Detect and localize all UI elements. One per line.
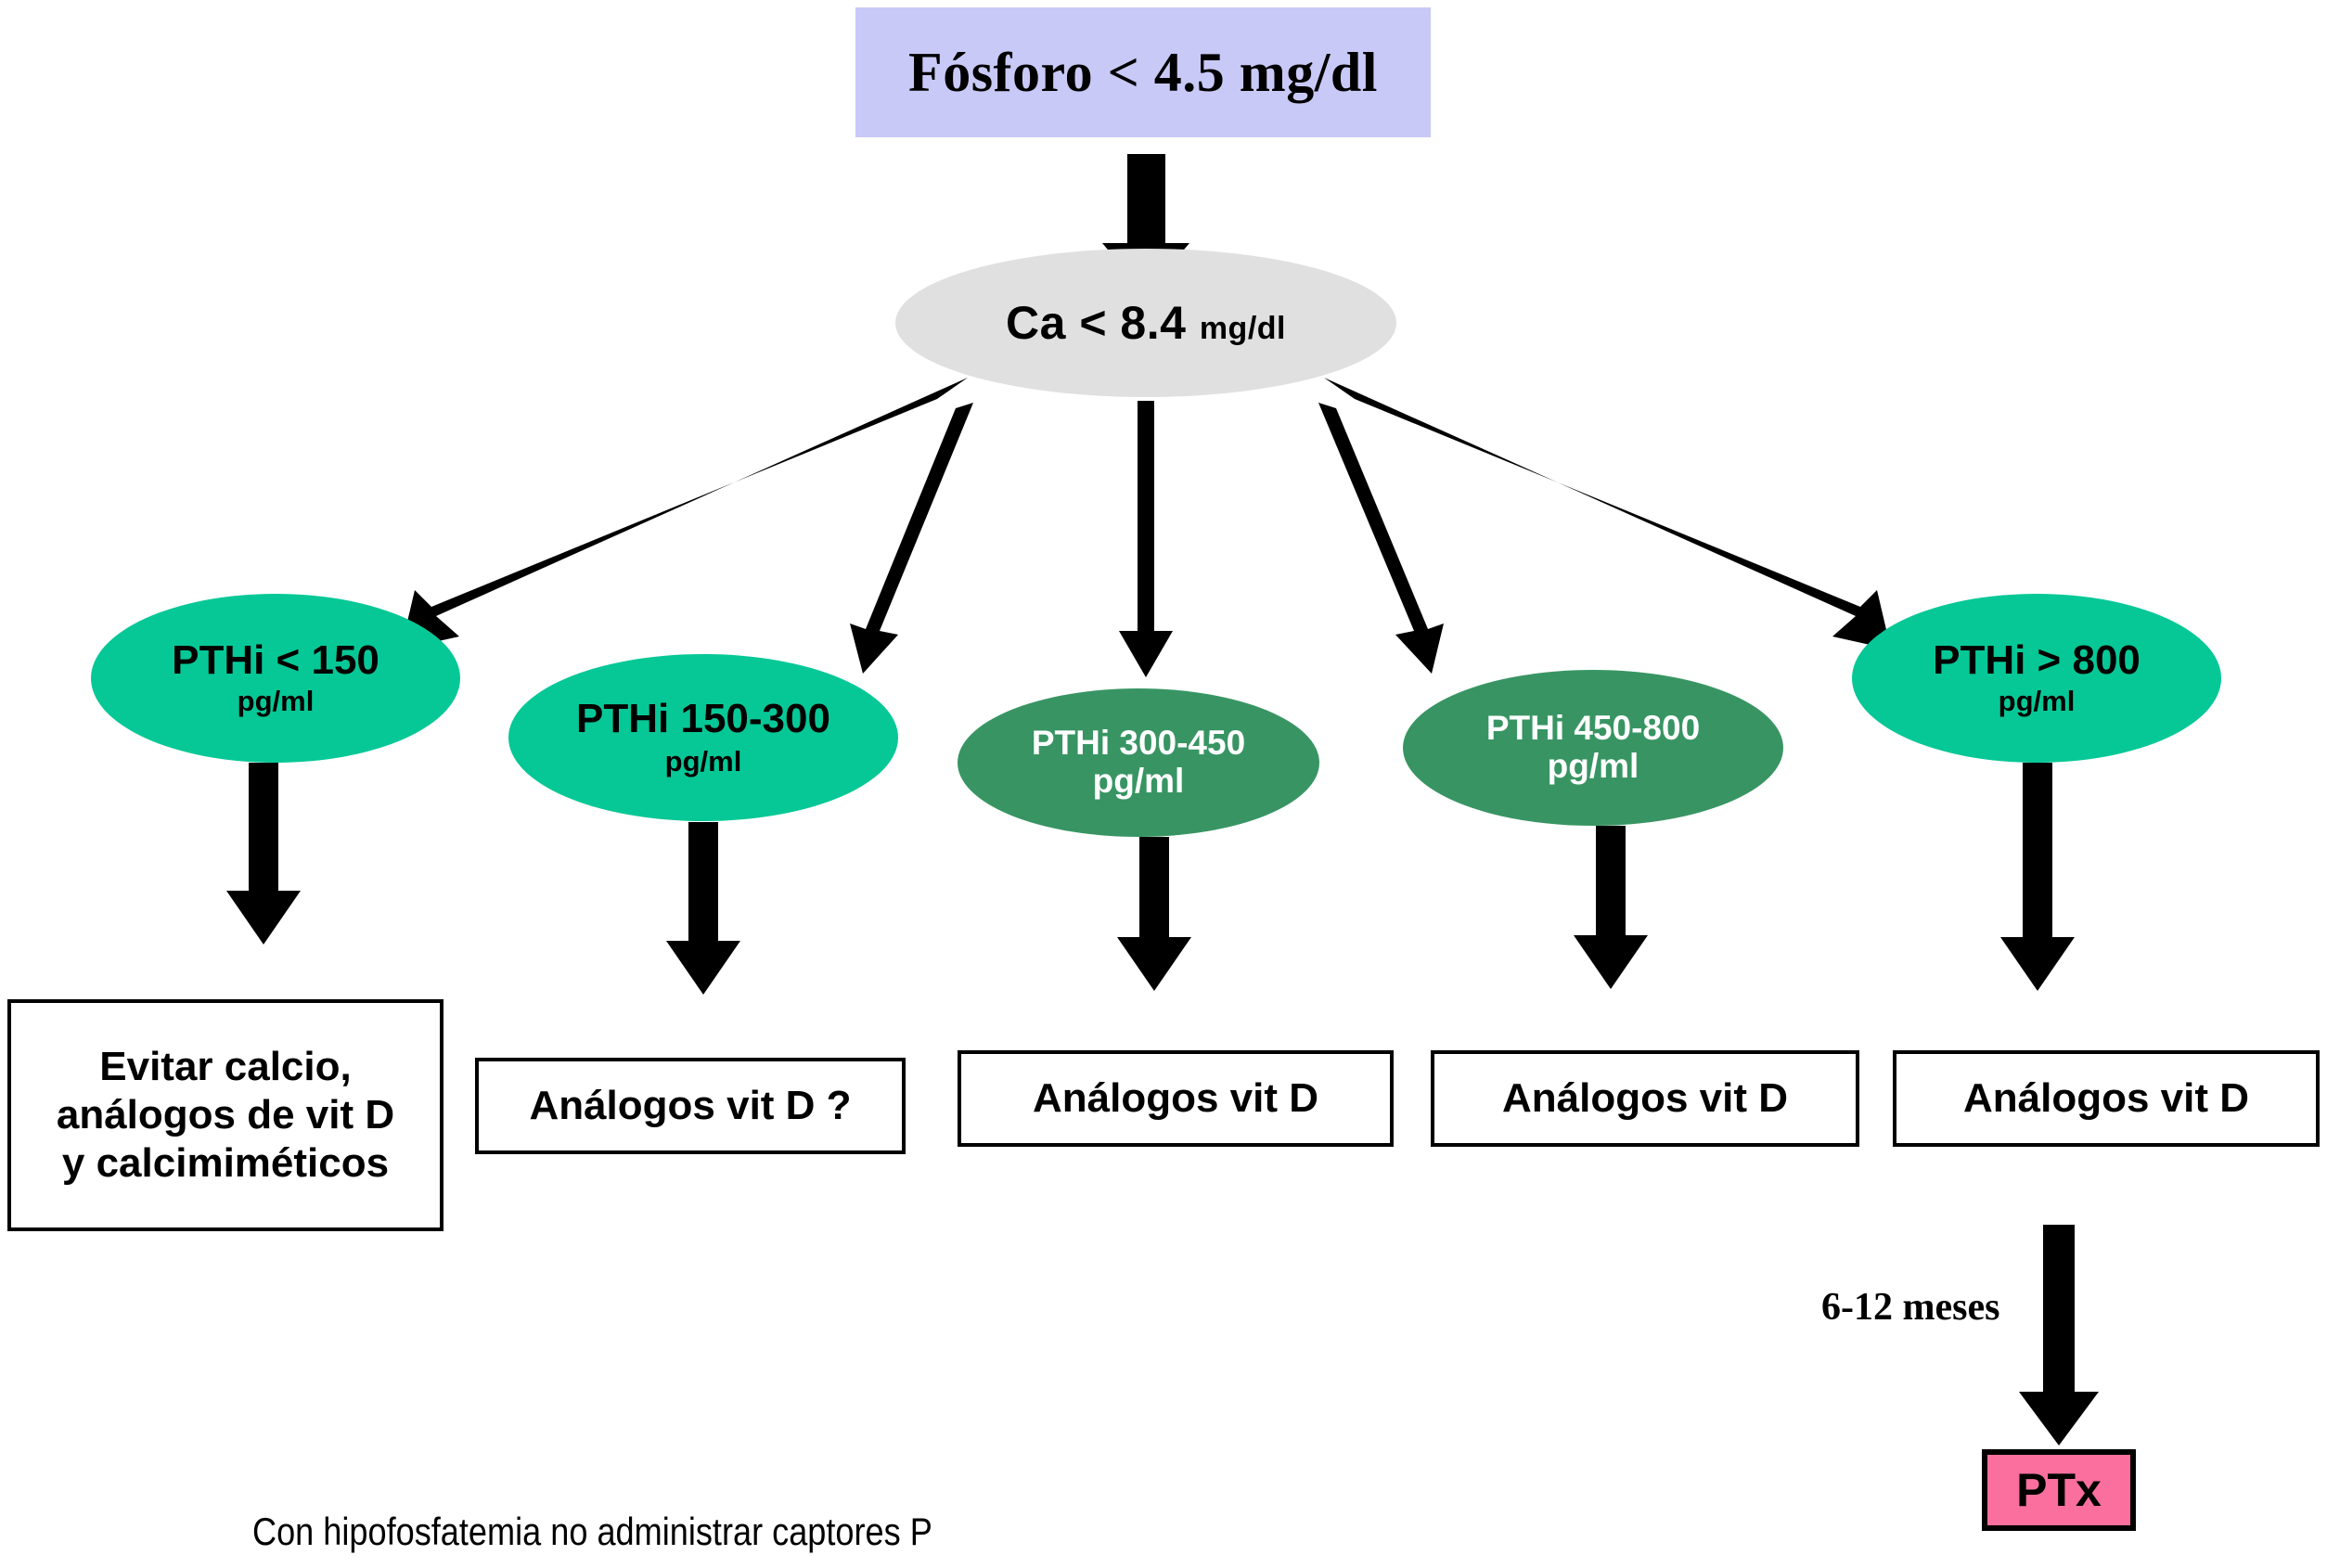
pthi-lt150-unit: pg/ml (237, 685, 315, 718)
arrow-ca-to-pthi3 (1119, 401, 1173, 677)
treatment-2-line1: Análogos vit D ? (529, 1083, 852, 1129)
calcium-decision-ellipse: Ca < 8.4 mg/dl (895, 249, 1396, 397)
treatment-box-avoid-calcium: Evitar calcio, análogos de vit D y calci… (7, 999, 444, 1231)
calcium-unit: mg/dl (1199, 311, 1286, 346)
treatment-4-line1: Análogos vit D (1501, 1075, 1789, 1122)
treatment-box-vitd-300-450: Análogos vit D (958, 1050, 1394, 1147)
arrow-pthi5-to-box5 (2000, 763, 2075, 991)
pthi-150-300-unit: pg/ml (664, 745, 742, 778)
pthi-node-lt150: PTHi < 150 pg/ml (91, 594, 460, 763)
ptx-label: PTx (2016, 1464, 2102, 1516)
treatment-box-vitd-gt800: Análogos vit D (1893, 1050, 2320, 1147)
arrow-ca-to-pthi2 (850, 403, 973, 674)
phosphorus-label: Fósforo < 4.5 mg/dl (908, 41, 1378, 103)
treatment-1-line3: y calcimiméticos (61, 1139, 390, 1186)
pthi-node-150-300: PTHi 150-300 pg/ml (508, 654, 898, 821)
arrow-pthi3-to-box3 (1117, 837, 1191, 991)
pthi-300-450-range: PTHi 300-450 (1031, 724, 1246, 763)
treatment-1-line2: análogos de vit D (56, 1092, 395, 1138)
treatment-1-line1: Evitar calcio, (99, 1044, 352, 1090)
arrow-ca-to-pthi4 (1318, 403, 1444, 674)
treatment-5-line1: Análogos vit D (1962, 1075, 2250, 1122)
followup-duration-label: 6-12 meses (1821, 1286, 2000, 1329)
arrow-box5-to-ptx (2019, 1225, 2099, 1446)
arrow-pthi1-to-box1 (226, 763, 301, 945)
pthi-gt800-range: PTHi > 800 (1933, 636, 2141, 683)
calcium-label: Ca < 8.4 mg/dl (1006, 296, 1286, 350)
arrow-ca-to-pthi5 (1324, 378, 1891, 649)
arrow-ca-to-pthi1 (401, 378, 968, 649)
parathyroidectomy-box: PTx (1982, 1449, 2136, 1531)
arrow-pthi2-to-box2 (666, 822, 740, 995)
pthi-node-gt800: PTHi > 800 pg/ml (1852, 594, 2221, 763)
treatment-box-vitd-question: Análogos vit D ? (475, 1058, 906, 1154)
pthi-gt800-unit: pg/ml (1998, 685, 2076, 718)
pthi-450-800-unit: pg/ml (1547, 747, 1639, 786)
pthi-node-450-800: PTHi 450-800 pg/ml (1403, 670, 1783, 826)
pthi-node-300-450: PTHi 300-450 pg/ml (958, 688, 1319, 837)
arrow-pthi4-to-box4 (1574, 826, 1648, 989)
treatment-box-vitd-450-800: Análogos vit D (1431, 1050, 1859, 1147)
treatment-3-line1: Análogos vit D (1032, 1075, 1319, 1122)
phosphorus-threshold-box: Fósforo < 4.5 mg/dl (855, 7, 1431, 137)
footnote-text: Con hipofosfatemia no administrar captor… (252, 1510, 932, 1553)
pthi-lt150-range: PTHi < 150 (172, 636, 379, 683)
pthi-150-300-range: PTHi 150-300 (576, 695, 830, 741)
pthi-300-450-unit: pg/ml (1092, 762, 1185, 801)
calcium-value: Ca < 8.4 (1006, 297, 1200, 349)
pthi-450-800-range: PTHi 450-800 (1485, 709, 1701, 748)
